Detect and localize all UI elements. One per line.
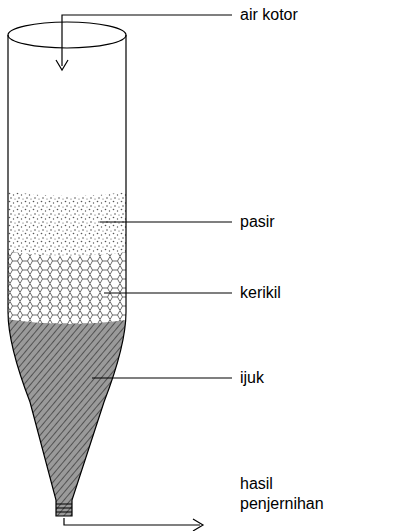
sand-layer <box>0 190 140 531</box>
bottle-mouth <box>8 22 126 48</box>
filter-layers <box>0 190 140 531</box>
neck-thread <box>56 504 72 512</box>
outflow-label: hasil penjernihan <box>238 474 352 514</box>
layer-label: pasir <box>238 212 277 232</box>
bottle-outline <box>8 35 126 516</box>
fiber-layer <box>0 318 140 531</box>
gravel-layer <box>0 250 140 531</box>
leader-lines <box>62 15 232 525</box>
layer-label: ijuk <box>238 368 266 388</box>
inflow-label: air kotor <box>238 5 300 25</box>
outflow-arrowhead <box>193 519 203 531</box>
inflow-arrowhead <box>56 60 68 70</box>
layer-label: kerikil <box>238 283 283 303</box>
